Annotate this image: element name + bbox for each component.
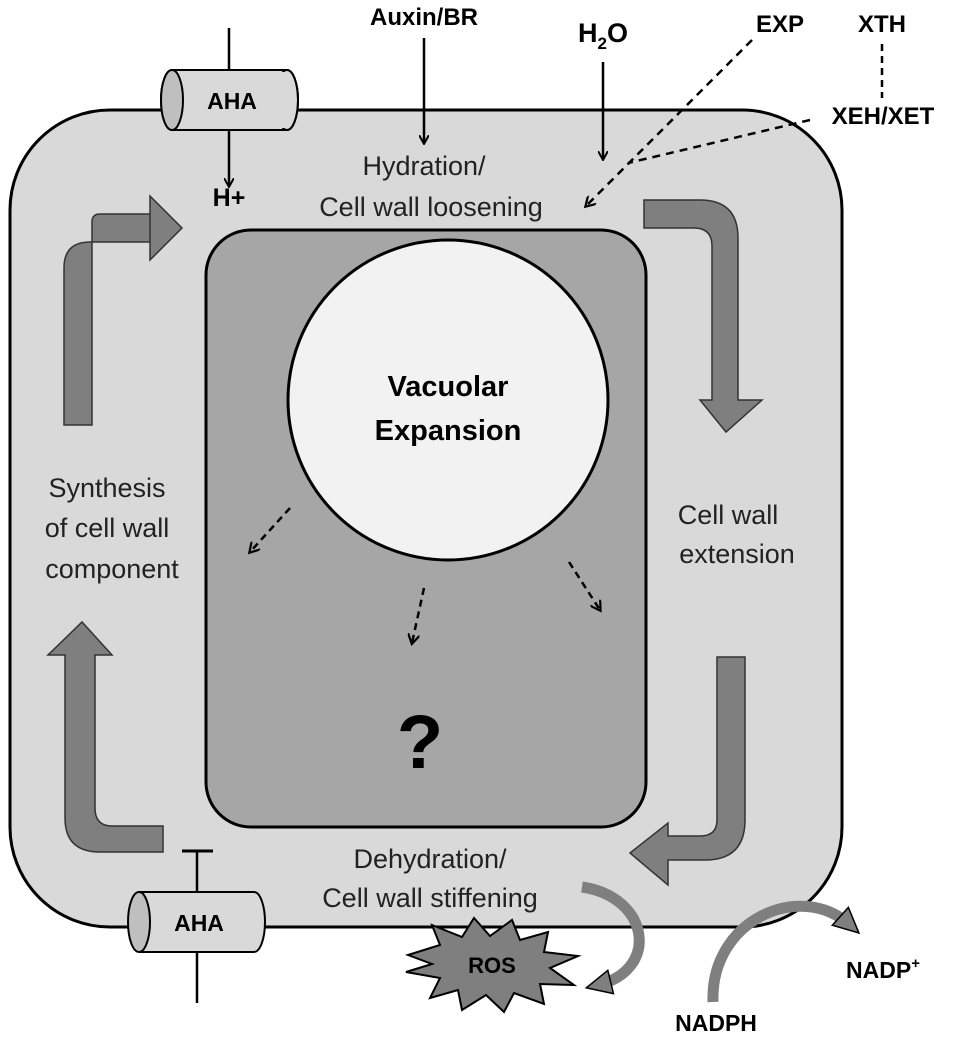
nadph-to-nadp-arrow — [707, 900, 861, 1003]
aha-top-label: AHA — [207, 88, 257, 114]
vacuole-arrow-down — [412, 587, 426, 643]
vacuole — [286, 238, 610, 562]
xeh-dashed-link — [627, 118, 811, 165]
cycle-arrow-bottom-left — [46, 620, 164, 853]
dehydration-label-line1: Dehydration/ — [353, 844, 507, 874]
vacuole-arrow-right — [567, 561, 600, 610]
exp-label: EXP — [756, 11, 804, 38]
dehydration-label-line2: Cell wall stiffening — [322, 883, 538, 913]
hydration-label-line1: Hydration/ — [362, 151, 486, 181]
vacuole-label-line1: Vacuolar — [388, 371, 509, 403]
ros-burst — [404, 916, 582, 1014]
cycle-arrow-top-right — [643, 199, 764, 434]
nadp-label: NADP+ — [846, 955, 920, 983]
synthesis-label-line1: Synthesis — [48, 473, 165, 503]
hydration-label-line2: Cell wall loosening — [319, 192, 543, 222]
aha-bottom-channel — [127, 891, 266, 953]
xth-label: XTH — [858, 11, 906, 38]
question-mark: ? — [397, 700, 443, 785]
extension-label-line2: extension — [679, 539, 795, 569]
auxin-br-label: Auxin/BR — [370, 4, 478, 31]
cycle-arrow-top-left-shape — [63, 194, 184, 426]
ros-label: ROS — [468, 953, 516, 978]
nadph-label: NADPH — [675, 1010, 757, 1036]
exp-dashed-arrow — [586, 39, 753, 206]
vacuole-label-line2: Expansion — [375, 415, 522, 447]
extension-label-line1: Cell wall — [678, 500, 779, 530]
h2o-label: H2O — [578, 18, 628, 53]
xeh-xet-label: XEH/XET — [832, 103, 935, 130]
aha-bottom-label: AHA — [174, 910, 224, 936]
cycle-arrow-bottom-right — [628, 656, 746, 887]
synthesis-label-line2: of cell wall — [45, 513, 170, 543]
synthesis-label-line3: component — [45, 554, 179, 584]
stiffening-to-ros-arrow — [581, 881, 645, 995]
h-plus-label: H+ — [213, 184, 246, 212]
aha-top-channel — [160, 69, 299, 131]
vacuole-arrow-left — [250, 507, 291, 552]
